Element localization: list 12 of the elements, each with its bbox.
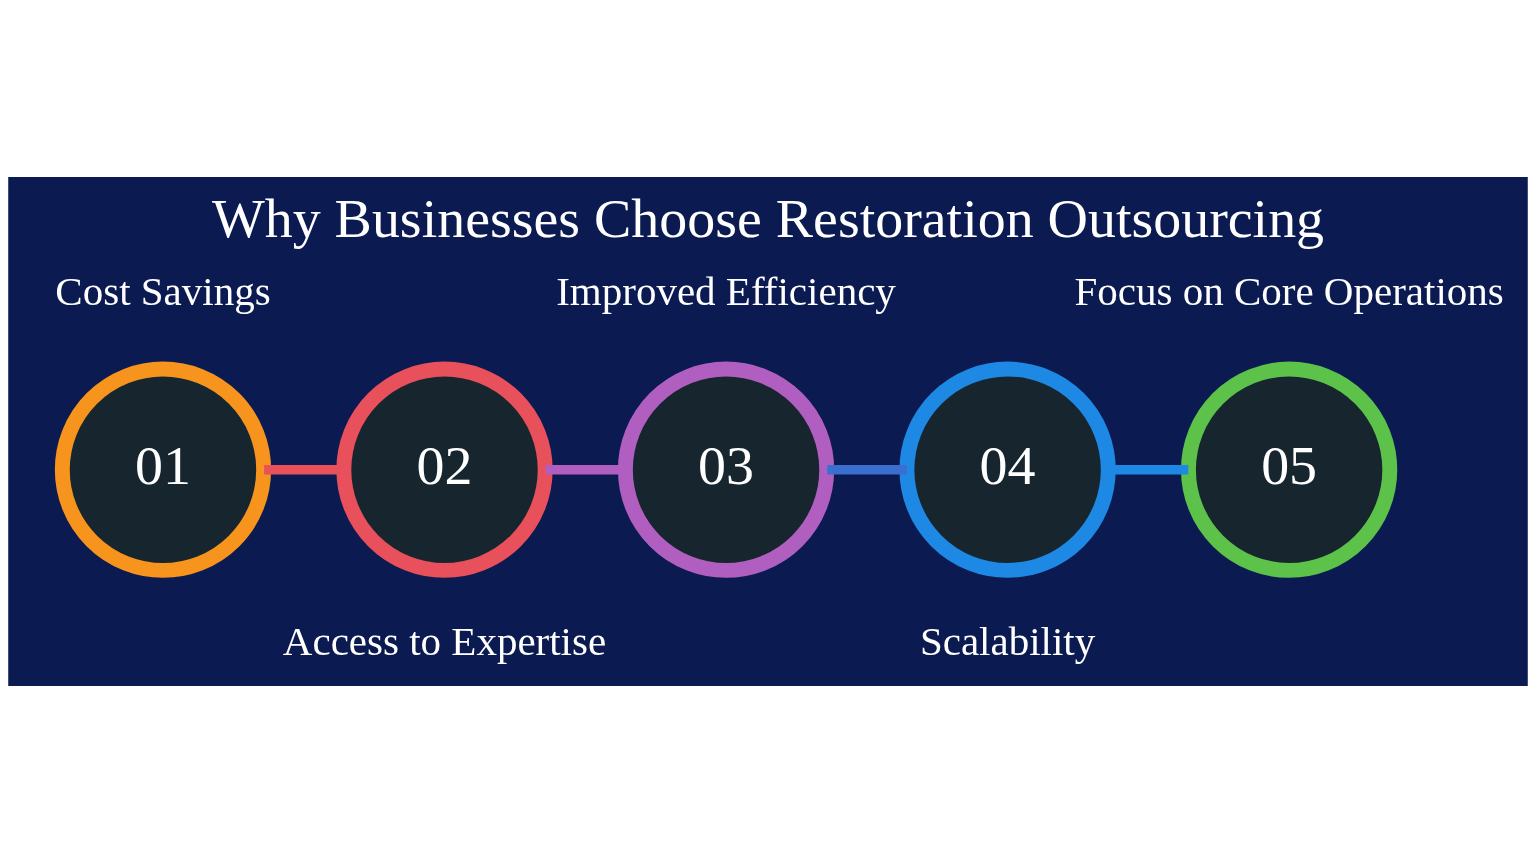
node-label: Improved Efficiency	[556, 267, 896, 314]
connector	[827, 465, 907, 475]
node-circle: 03	[617, 361, 835, 578]
node-label: Cost Savings	[55, 267, 271, 314]
node-label: Focus on Core Operations	[1074, 267, 1504, 314]
diagram-title: Why Businesses Choose Restoration Outsourcing	[211, 186, 1325, 249]
node-label: Scalability	[919, 618, 1096, 665]
node-circle: 02	[336, 361, 553, 578]
node-label: Access to Expertise	[282, 618, 607, 665]
node-circle: 04	[899, 361, 1116, 578]
node-circle: 05	[1181, 361, 1398, 578]
node-circle: 01	[54, 361, 272, 578]
